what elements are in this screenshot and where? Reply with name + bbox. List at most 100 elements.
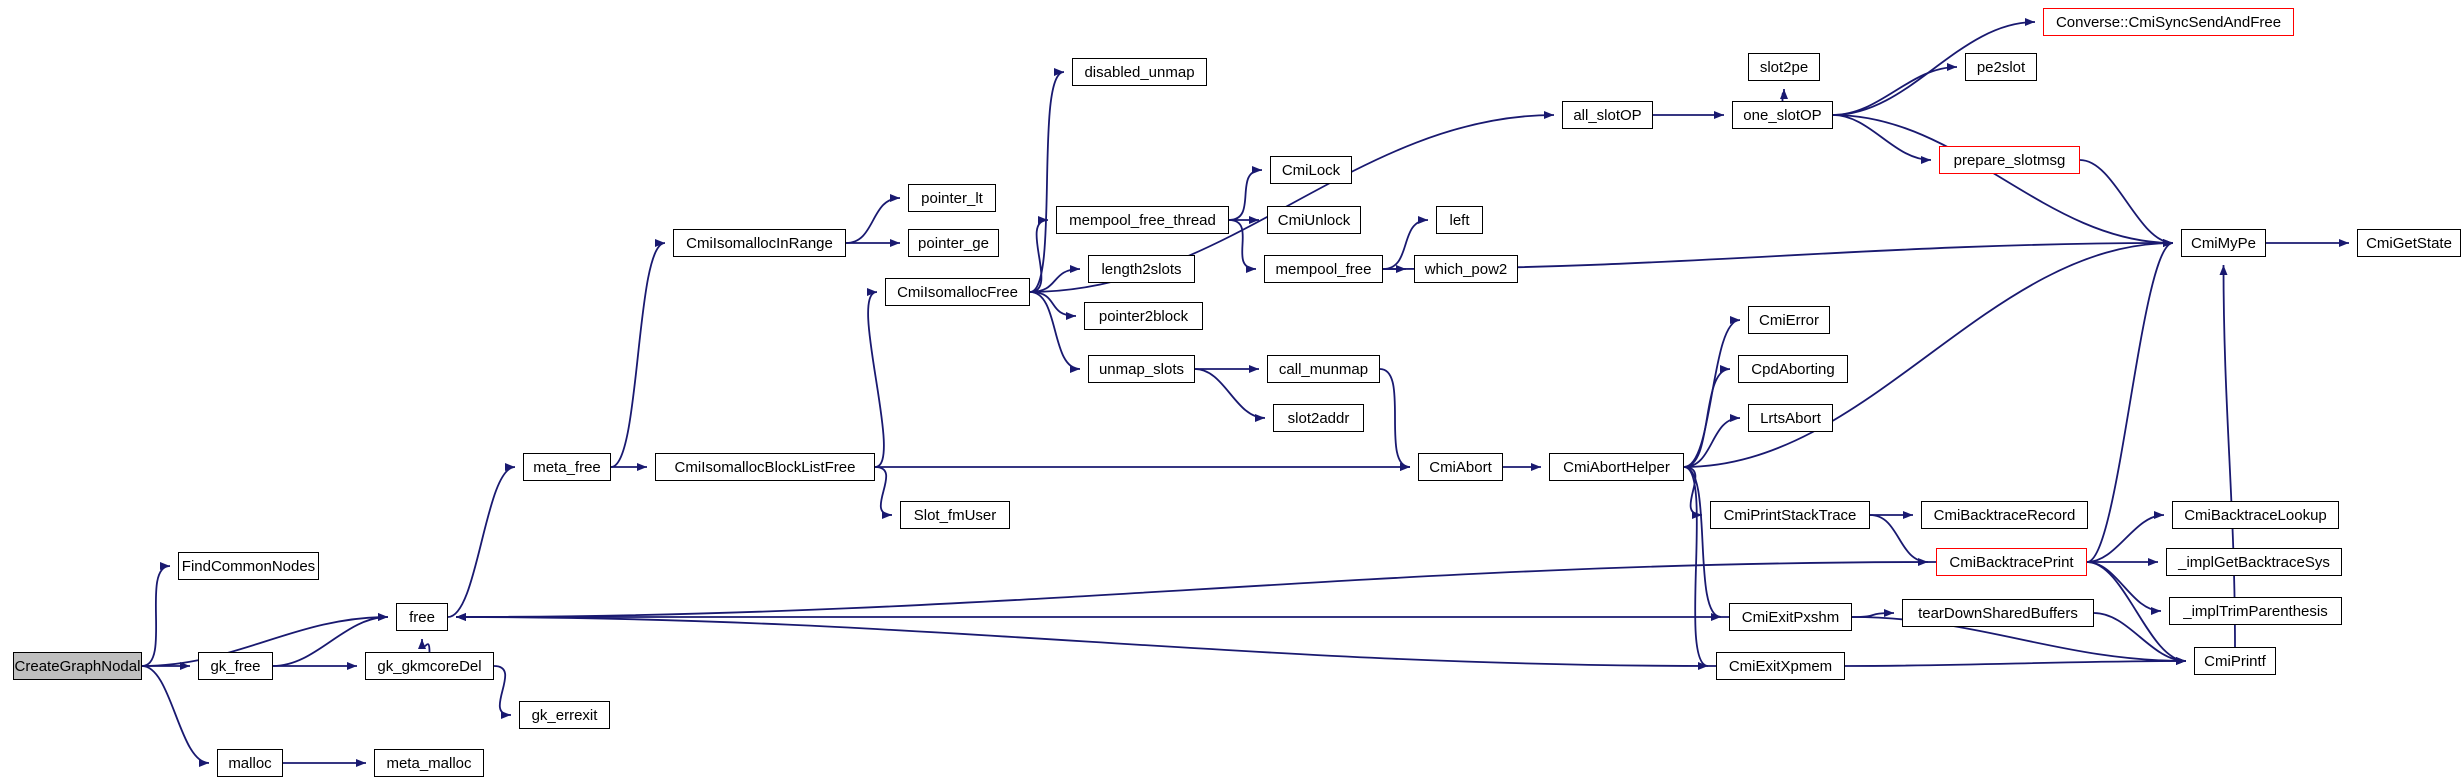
edge-cmiAbortHelper-to-cpdAborting [1683, 365, 1731, 468]
node-tearDownSharedBuffers[interactable]: tearDownSharedBuffers [1902, 599, 2094, 627]
node-label: CmiBacktraceLookup [2184, 506, 2327, 524]
node-cmiIsomallocInRange[interactable]: CmiIsomallocInRange [673, 229, 846, 257]
edge-cmiIsomallocBlockListFree-to-cmiIsomallocFree [866, 288, 885, 468]
node-label: CreateGraphNodal [14, 657, 141, 675]
node-implGetBacktraceSys[interactable]: _implGetBacktraceSys [2166, 548, 2342, 576]
node-label: meta_malloc [386, 754, 472, 772]
node-cmiMyPe[interactable]: CmiMyPe [2181, 229, 2266, 257]
node-cmiPrintStackTrace[interactable]: CmiPrintStackTrace [1710, 501, 1870, 529]
node-label: pointer_ge [918, 234, 989, 252]
node-implTrimParenthesis[interactable]: _implTrimParenthesis [2169, 597, 2342, 625]
edge-mempoolFreeThread-to-cmiLock [1228, 166, 1263, 221]
node-cmiBacktraceRecord[interactable]: CmiBacktraceRecord [1921, 501, 2088, 529]
node-label: tearDownSharedBuffers [1918, 604, 2078, 622]
node-unmapSlots[interactable]: unmap_slots [1088, 355, 1195, 383]
node-converseCmiSyncSendAndFree[interactable]: Converse::CmiSyncSendAndFree [2043, 8, 2294, 36]
node-slot2pe[interactable]: slot2pe [1748, 53, 1820, 81]
node-cmiUnlock[interactable]: CmiUnlock [1267, 206, 1361, 234]
node-gkErrexit[interactable]: gk_errexit [519, 701, 610, 729]
node-pe2slot[interactable]: pe2slot [1965, 53, 2037, 81]
node-metaFree[interactable]: meta_free [523, 453, 611, 481]
node-label: which_pow2 [1424, 260, 1508, 278]
node-metaMalloc[interactable]: meta_malloc [374, 749, 484, 777]
edge-cmiIsomallocFree-to-mempoolFreeThread [1029, 216, 1049, 293]
node-whichPow2[interactable]: which_pow2 [1414, 255, 1518, 283]
node-disabledUnmap[interactable]: disabled_unmap [1072, 58, 1207, 86]
node-left[interactable]: left [1436, 206, 1483, 234]
node-label: unmap_slots [1098, 360, 1185, 378]
node-free[interactable]: free [396, 603, 448, 631]
node-label: all_slotOP [1573, 106, 1642, 124]
node-cpdAborting[interactable]: CpdAborting [1738, 355, 1848, 383]
node-label: CmiMyPe [2190, 234, 2256, 252]
node-label: CmiBacktracePrint [1949, 553, 2074, 571]
edge-oneSlotOP-to-slot2pe [1779, 88, 1788, 102]
edge-cmiAbortHelper-to-lrtsAbort [1683, 414, 1741, 468]
edge-unmapSlots-to-slot2addr [1194, 368, 1266, 422]
node-cmiGetState[interactable]: CmiGetState [2357, 229, 2461, 257]
node-label: disabled_unmap [1084, 63, 1195, 81]
node-findCommonNodes[interactable]: FindCommonNodes [178, 552, 319, 580]
edge-cmiIsomallocFree-to-pointer2block [1029, 291, 1077, 320]
node-label: CmiIsomallocInRange [686, 234, 833, 252]
node-label: prepare_slotmsg [1953, 151, 2066, 169]
node-pointer2block[interactable]: pointer2block [1084, 302, 1203, 330]
node-mempoolFreeThread[interactable]: mempool_free_thread [1056, 206, 1229, 234]
node-cmiIsomallocFree[interactable]: CmiIsomallocFree [885, 278, 1030, 306]
node-mempoolFree[interactable]: mempool_free [1264, 255, 1383, 283]
edge-metaFree-to-cmiIsomallocInRange [610, 239, 666, 468]
node-slotFmUser[interactable]: Slot_fmUser [900, 501, 1010, 529]
node-cmiBacktracePrint[interactable]: CmiBacktracePrint [1936, 548, 2087, 576]
node-cmiLock[interactable]: CmiLock [1270, 156, 1352, 184]
edge-gkFree-to-free [272, 613, 389, 667]
node-label: CmiAbort [1429, 458, 1492, 476]
edge-gkGkmcoreDel-to-gkErrexit [493, 665, 512, 719]
node-cmiExitPxshm[interactable]: CmiExitPxshm [1729, 603, 1852, 631]
node-label: _implTrimParenthesis [2183, 602, 2328, 620]
node-cmiPrintf[interactable]: CmiPrintf [2194, 647, 2276, 675]
node-label: CmiGetState [2366, 234, 2452, 252]
node-label: gk_free [210, 657, 261, 675]
node-cmiExitXpmem[interactable]: CmiExitXpmem [1716, 652, 1845, 680]
edge-cmiExitPxshm-to-cmiPrintf [1851, 616, 2187, 665]
node-label: pointer_lt [921, 189, 983, 207]
edge-cmiAbortHelper-to-cmiPrintStackTrace [1683, 466, 1703, 519]
node-gkGkmcoreDel[interactable]: gk_gkmcoreDel [365, 652, 494, 680]
node-label: slot2pe [1759, 58, 1809, 76]
edge-cmiBacktracePrint-to-cmiMyPe [2086, 239, 2174, 563]
edge-cmiAbortHelper-to-cmiExitPxshm [1683, 466, 1722, 621]
node-label: pe2slot [1976, 58, 2026, 76]
node-label: LrtsAbort [1760, 409, 1821, 427]
node-cmiAbortHelper[interactable]: CmiAbortHelper [1549, 453, 1684, 481]
node-oneSlotOP[interactable]: one_slotOP [1732, 101, 1833, 129]
edge-oneSlotOP-to-converseCmiSyncSendAndFree [1832, 18, 2036, 116]
node-cmiAbort[interactable]: CmiAbort [1418, 453, 1503, 481]
node-cmiIsomallocBlockListFree[interactable]: CmiIsomallocBlockListFree [655, 453, 875, 481]
node-label: CmiPrintf [2204, 652, 2266, 670]
node-prepareSlotmsg[interactable]: prepare_slotmsg [1939, 146, 2080, 174]
edge-createGraphNodal-to-findCommonNodes [141, 562, 171, 667]
node-label: CmiIsomallocFree [897, 283, 1018, 301]
node-callMunmap[interactable]: call_munmap [1267, 355, 1380, 383]
node-pointerLt[interactable]: pointer_lt [908, 184, 996, 212]
node-allSlotOP[interactable]: all_slotOP [1562, 101, 1653, 129]
node-label: mempool_free [1275, 260, 1372, 278]
node-length2slots[interactable]: length2slots [1088, 255, 1195, 283]
edge-cmiIsomallocBlockListFree-to-slotFmUser [874, 466, 893, 519]
node-label: call_munmap [1278, 360, 1369, 378]
node-label: CmiPrintStackTrace [1723, 506, 1857, 524]
edge-cmiBacktracePrint-to-cmiPrintf [2086, 561, 2187, 665]
node-label: gk_errexit [531, 706, 598, 724]
node-cmiBacktraceLookup[interactable]: CmiBacktraceLookup [2172, 501, 2339, 529]
node-malloc[interactable]: malloc [217, 749, 283, 777]
node-slot2addr[interactable]: slot2addr [1273, 404, 1364, 432]
node-pointerGe[interactable]: pointer_ge [908, 229, 999, 257]
node-cmiError[interactable]: CmiError [1748, 306, 1830, 334]
edge-createGraphNodal-to-malloc [141, 665, 210, 767]
edge-callMunmap-to-cmiAbort [1379, 368, 1411, 471]
node-label: CmiBacktraceRecord [1933, 506, 2076, 524]
node-lrtsAbort[interactable]: LrtsAbort [1748, 404, 1833, 432]
edge-cmiAbortHelper-to-cmiExitXpmem [1683, 466, 1709, 670]
edge-tearDownSharedBuffers-to-cmiPrintf [2093, 612, 2187, 665]
node-gkFree[interactable]: gk_free [198, 652, 273, 680]
